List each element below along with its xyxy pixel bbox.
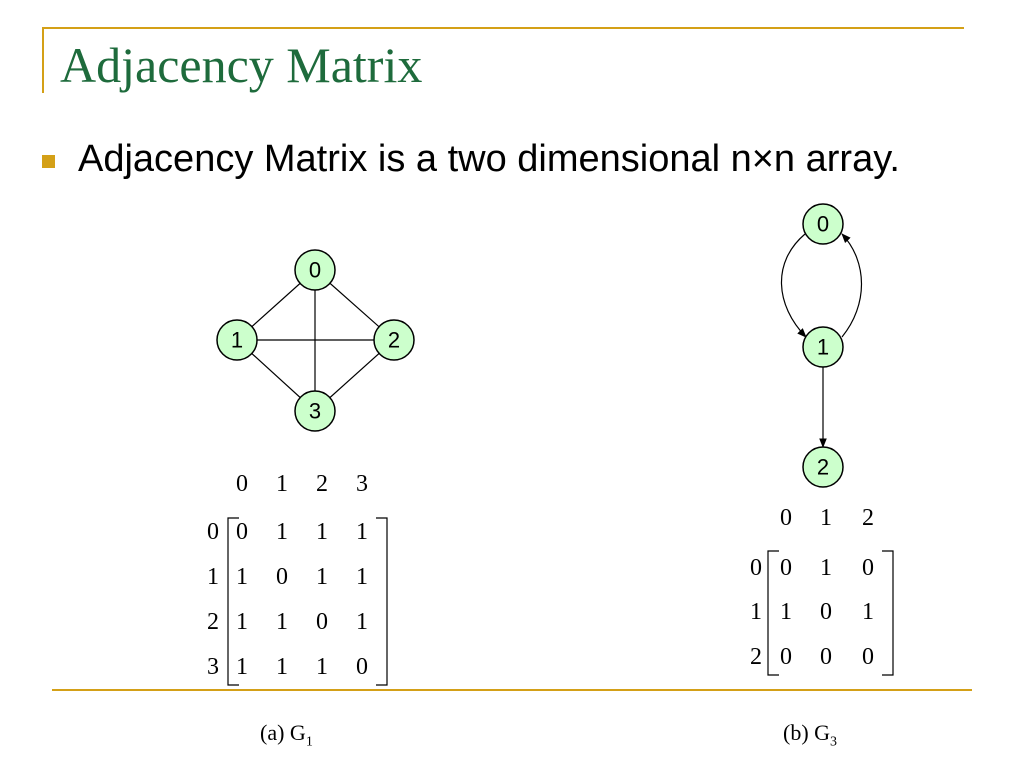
node-b-0-label: 0 [817,212,829,237]
matrix-a-col-header: 2 [316,471,328,497]
matrix-b-col-header: 0 [780,505,792,531]
bullet-text: Adjacency Matrix is a two dimensional n×… [78,138,900,180]
slide-title: Adjacency Matrix [60,37,423,93]
matrix-a-cell: 0 [316,609,328,635]
matrix-b-cell: 0 [820,644,832,670]
matrix-a-row-header: 3 [207,654,219,680]
bullet-square-icon [42,155,55,168]
matrix-a-cell: 1 [316,654,328,680]
matrix-b-row-header: 1 [750,599,762,625]
caption-a-text: (a) G [260,720,306,745]
matrix-a-cell: 1 [276,519,288,545]
matrix-a-cell: 1 [356,519,368,545]
matrix-b-row-header: 0 [750,555,762,581]
edge-1-to-0 [841,233,863,338]
node-b-1-label: 1 [817,335,829,360]
caption-b-text: (b) G [783,720,831,745]
matrix-b-cell: 0 [780,555,792,581]
node-b-1: 1 [802,326,844,368]
matrix-a-left-bracket [227,517,239,686]
node-a-2-label: 2 [388,328,400,353]
matrix-a-cell: 1 [236,564,248,590]
matrix-b-cell: 1 [780,599,792,625]
matrix-b-cell: 1 [862,599,874,625]
caption-b: (b) G3 [783,720,837,750]
matrix-a-cell: 1 [276,654,288,680]
matrix-a-cell: 1 [356,564,368,590]
matrix-a-col-header: 1 [276,471,288,497]
matrix-a-cell: 1 [356,609,368,635]
matrix-a-row-header: 1 [207,564,219,590]
matrix-a-row-header: 0 [207,519,219,545]
node-b-2: 2 [802,446,844,488]
node-a-1-label: 1 [231,328,243,353]
node-b-0: 0 [802,203,844,245]
matrix-a-right-bracket [376,517,388,686]
matrix-a-col-header: 0 [236,471,248,497]
matrix-b-left-bracket [767,550,779,676]
matrix-a-col-header: 3 [356,471,368,497]
matrix-a-cell: 0 [356,654,368,680]
matrix-b-col-header: 2 [862,505,874,531]
matrix-a-cell: 1 [236,654,248,680]
matrix-b-cell: 0 [862,555,874,581]
top-border-line [42,27,964,29]
matrix-b-cell: 1 [820,555,832,581]
node-b-2-label: 2 [817,455,829,480]
node-a-0-label: 0 [309,258,321,283]
matrix-b-right-bracket [882,550,894,676]
matrix-a-cell: 0 [236,519,248,545]
matrix-a-cell: 1 [236,609,248,635]
matrix-a-cell: 1 [316,564,328,590]
matrix-a-cell: 1 [276,609,288,635]
edge-0-to-1 [780,233,807,338]
node-a-2: 2 [373,319,415,361]
node-a-0: 0 [294,249,336,291]
matrix-a-row-header: 2 [207,609,219,635]
matrix-b-cell: 0 [780,644,792,670]
caption-a-subscript: 1 [305,734,313,750]
matrix-b-row-header: 2 [750,644,762,670]
caption-b-subscript: 3 [830,734,838,750]
matrix-b-col-header: 1 [820,505,832,531]
node-a-3-label: 3 [309,399,321,424]
left-border-line [42,27,44,93]
matrix-a-cell: 1 [316,519,328,545]
node-a-1: 1 [216,319,258,361]
matrix-b-cell: 0 [820,599,832,625]
matrix-a-cell: 0 [276,564,288,590]
node-a-3: 3 [294,390,336,432]
matrix-b-cell: 0 [862,644,874,670]
caption-a: (a) G1 [260,720,313,750]
bottom-divider-line [52,689,972,691]
